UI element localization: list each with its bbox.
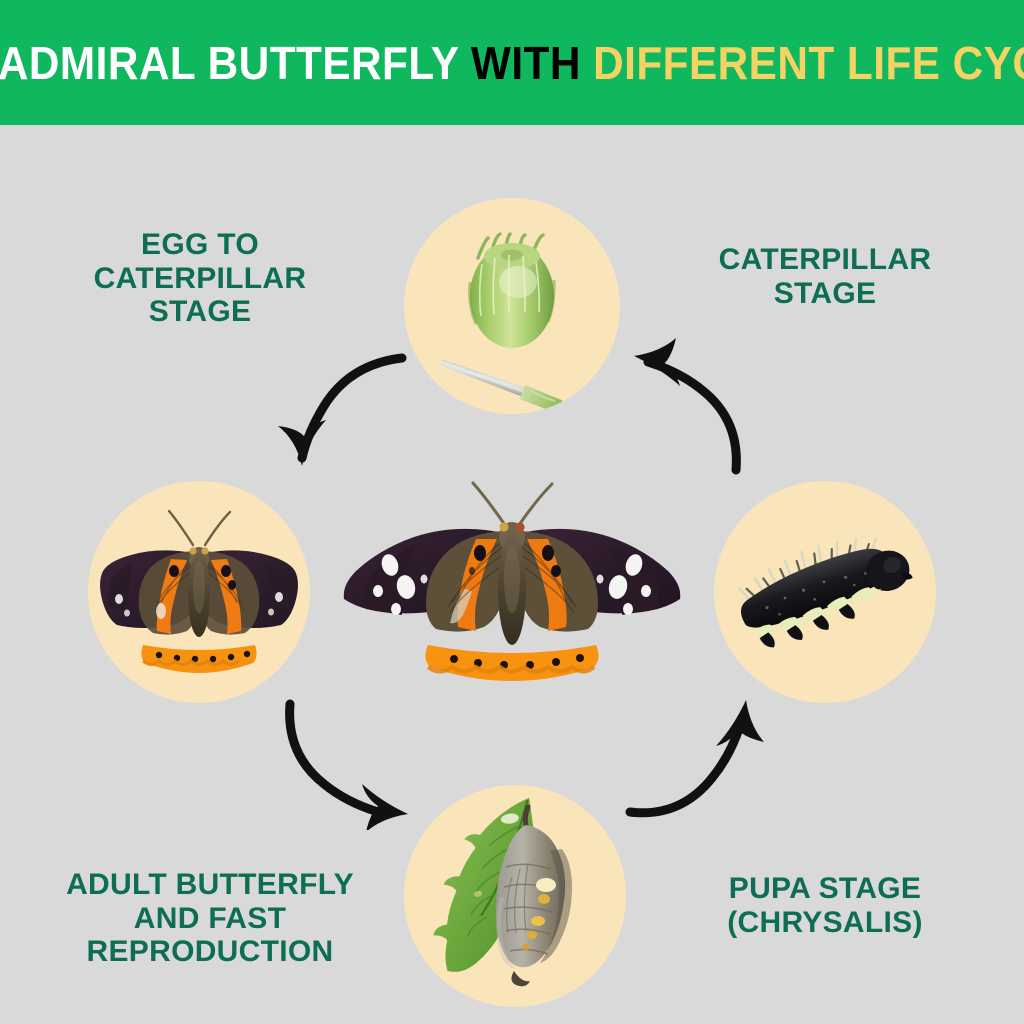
label-pupa-stage: PUPA STAGE (CHRYSALIS) — [727, 872, 923, 939]
page-title: RED ADMIRAL BUTTERFLY WITH DIFFERENT LIF… — [0, 40, 1024, 86]
stage-image-egg — [404, 198, 620, 414]
red-admiral-butterfly-open-wings-icon — [343, 481, 681, 681]
header-banner: RED ADMIRAL BUTTERFLY WITH DIFFERENT LIF… — [0, 0, 1024, 125]
label-caterpillar-stage: CATERPILLAR STAGE — [718, 243, 932, 310]
title-segment-yellow: DIFFERENT LIFE CYCLES — [593, 36, 1024, 89]
red-admiral-butterfly-icon — [100, 509, 298, 673]
label-egg-to-caterpillar-stage: EGG TO CATERPILLAR STAGE — [93, 228, 307, 329]
title-segment-black: WITH — [471, 36, 582, 89]
pupa-to-caterpillar-arrow — [625, 700, 764, 818]
caterpillar-to-egg-arrow — [634, 338, 741, 475]
stage-image-adult-butterfly — [88, 481, 310, 703]
stage-image-pupa — [404, 785, 626, 1007]
egg-to-adult-arrow — [278, 353, 407, 466]
caterpillar-icon — [738, 537, 913, 648]
butterfly-egg-icon — [440, 232, 564, 414]
stage-image-caterpillar — [714, 481, 936, 703]
label-adult-butterfly-stage: ADULT BUTTERFLY AND FAST REPRODUCTION — [66, 868, 354, 969]
center-butterfly-image — [315, 473, 709, 691]
chrysalis-icon — [433, 797, 572, 987]
adult-to-pupa-arrow — [285, 699, 408, 830]
title-segment-white: RED ADMIRAL BUTTERFLY — [0, 36, 459, 89]
